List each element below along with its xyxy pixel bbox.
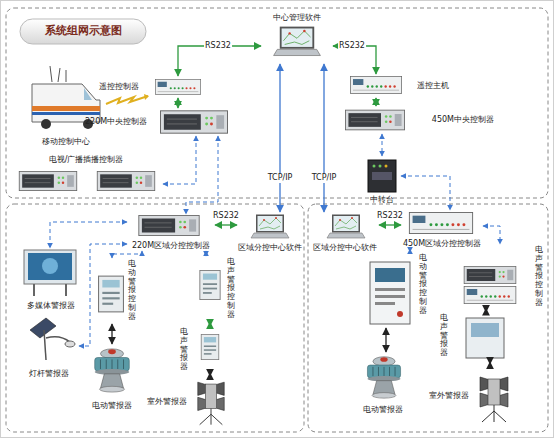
device-node: 电视/广播插播控制器: [9, 155, 163, 194]
connector: [382, 134, 383, 156]
device-node: 室外警报器: [429, 364, 514, 428]
connector: [206, 251, 207, 256]
device-label: 区域分控中心软件: [237, 243, 303, 253]
connector: [483, 226, 500, 244]
connector: [177, 98, 178, 108]
wallbox-illustration: [370, 262, 410, 324]
device-node: 移动控制中心: [27, 70, 105, 147]
connector: [111, 324, 112, 344]
connector: [323, 64, 324, 212]
device-label: 450M中央控制器: [432, 115, 494, 125]
connector: [379, 224, 401, 225]
diagram-title: 系统组网示意图: [22, 19, 144, 43]
lamp-illustration: [30, 318, 75, 360]
device-label: 中转台: [363, 195, 401, 205]
connector: [410, 249, 411, 252]
device-label: 遥控主机: [417, 81, 449, 91]
edge-label: RS232: [204, 41, 232, 51]
device-label: 多媒体警报器: [19, 301, 83, 311]
device-node: 中心管理软件: [261, 13, 333, 64]
device-node: 区域分控中心软件: [311, 212, 379, 253]
board-illustration: [24, 250, 76, 296]
device-label: 电动警报器: [85, 401, 139, 411]
connector: [279, 64, 280, 212]
connector: [50, 222, 127, 248]
device-label: 中心管理软件: [261, 13, 333, 23]
device-label: 电声警报控制器: [227, 258, 235, 320]
device-node: 电声警报器: [438, 312, 510, 362]
connector: [215, 224, 237, 225]
edge-label: RS232: [376, 211, 404, 221]
device-node: 电动警报控制器: [96, 258, 140, 324]
device-label: 室外警报器: [147, 397, 187, 407]
device-label: 电动警报控制器: [128, 260, 136, 322]
device-node: 灯杆警报器: [19, 314, 79, 379]
device-node: 电动警报控制器: [366, 252, 432, 328]
connector: [209, 373, 210, 376]
device-label: 450M区域分控控制器: [401, 239, 483, 249]
device-label: 电动警报控制器: [419, 254, 427, 316]
device-label: 电声警报器: [180, 328, 188, 372]
edge-label: RS232: [338, 41, 366, 51]
device-node: 中转台: [363, 156, 401, 205]
device-label: 区域分控中心软件: [311, 243, 379, 253]
device-node: 多媒体警报器: [19, 248, 83, 311]
device-label: 电声警报器: [440, 314, 448, 358]
connector: [385, 328, 386, 352]
edge-label: RS232: [212, 211, 240, 221]
device-node: 220M区域分控控制器: [127, 214, 215, 251]
device-label: 电声警报控制器: [535, 246, 543, 308]
connector: [375, 98, 376, 106]
device-label: 电动警报器: [355, 405, 411, 415]
device-label: 灯杆警报器: [19, 369, 79, 379]
connector: [489, 362, 490, 364]
edge-label: TCP/IP: [311, 173, 338, 183]
device-node: 220M中央控制器: [85, 108, 230, 136]
device-node: 电声警报控制器: [196, 256, 240, 322]
device-label: 移动控制中心: [27, 137, 105, 147]
device-node: 区域分控中心软件: [237, 212, 303, 253]
device-label: 220M中央控制器: [85, 117, 147, 127]
device-node: 450M中央控制器: [343, 106, 494, 134]
connector: [186, 136, 218, 214]
device-node: 遥控主机: [348, 74, 449, 98]
device-node: 室外警报器: [147, 376, 230, 428]
device-label: 220M区域分控控制器: [127, 241, 215, 251]
connector: [209, 322, 210, 326]
device-label: 电视/广播插播控制器: [9, 155, 163, 165]
device-label: 室外警报器: [429, 391, 469, 401]
connector: [401, 176, 450, 210]
device-label: 遥控控制器: [99, 82, 139, 92]
device-node: 电动警报器: [85, 344, 139, 411]
device-node: 遥控控制器: [99, 76, 202, 98]
connector: [79, 244, 127, 346]
connector: [112, 251, 142, 258]
device-node: 电动警报器: [355, 352, 411, 415]
connector: [163, 136, 196, 184]
edge-label: TCP/IP: [267, 173, 294, 183]
connector: [485, 309, 486, 312]
device-node: 450M区域分控控制器: [401, 210, 483, 249]
device-node: 电声警报器: [178, 326, 224, 373]
device-node: 电声警报控制器: [452, 244, 546, 309]
